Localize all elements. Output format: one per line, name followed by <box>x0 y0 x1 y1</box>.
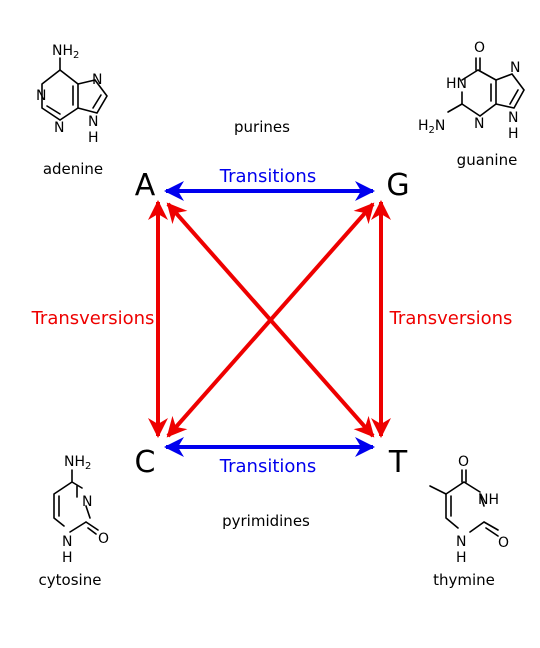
transversion-arrow-g-c <box>166 202 375 438</box>
adenine-n7: N <box>92 72 102 88</box>
cytosine-label: cytosine <box>39 571 102 589</box>
guanine-o: O <box>474 40 485 56</box>
thymine-label: thymine <box>433 571 495 589</box>
guanine-h9: H <box>508 126 519 142</box>
cytosine-n3: N <box>82 494 92 510</box>
guanine-structure: O HN N N N H H2N <box>418 40 525 142</box>
thymine-h1: H <box>456 550 467 566</box>
adenine-label: adenine <box>43 160 103 178</box>
cytosine-n1: N <box>62 534 72 550</box>
transitions-label-bottom: Transitions <box>219 456 316 477</box>
letter-g: G <box>386 168 409 203</box>
pyrimidines-label: pyrimidines <box>222 512 310 530</box>
thymine-structure: O NH N H O <box>429 454 509 566</box>
adenine-nh2: NH2 <box>52 43 79 61</box>
adenine-n3: N <box>54 120 64 136</box>
letter-a: A <box>135 168 156 203</box>
cytosine-h1: H <box>62 550 73 566</box>
adenine-structure: NH2 N N N N H <box>36 43 108 146</box>
purines-label: purines <box>234 118 290 136</box>
transversions-label-right: Transversions <box>389 308 513 329</box>
cytosine-structure: NH2 N N H O <box>53 454 109 566</box>
thymine-n1: N <box>456 534 466 550</box>
cytosine-nh2: NH2 <box>64 454 91 472</box>
thymine-o4: O <box>458 454 469 470</box>
guanine-label: guanine <box>457 151 518 169</box>
guanine-n9: N <box>508 110 518 126</box>
guanine-n7: N <box>510 60 520 76</box>
adenine-n1: N <box>36 88 46 104</box>
transitions-label-top: Transitions <box>219 166 316 187</box>
cytosine-o: O <box>98 531 109 547</box>
thymine-o2: O <box>498 535 509 551</box>
thymine-nh: NH <box>478 492 499 508</box>
guanine-hn: HN <box>446 76 467 92</box>
letter-t: T <box>388 445 408 480</box>
transversions-label-left: Transversions <box>31 308 155 329</box>
guanine-h2n: H2N <box>418 118 445 136</box>
guanine-n3: N <box>474 116 484 132</box>
letter-c: C <box>135 445 156 480</box>
adenine-n9: N <box>88 114 98 130</box>
adenine-h9: H <box>88 130 99 146</box>
